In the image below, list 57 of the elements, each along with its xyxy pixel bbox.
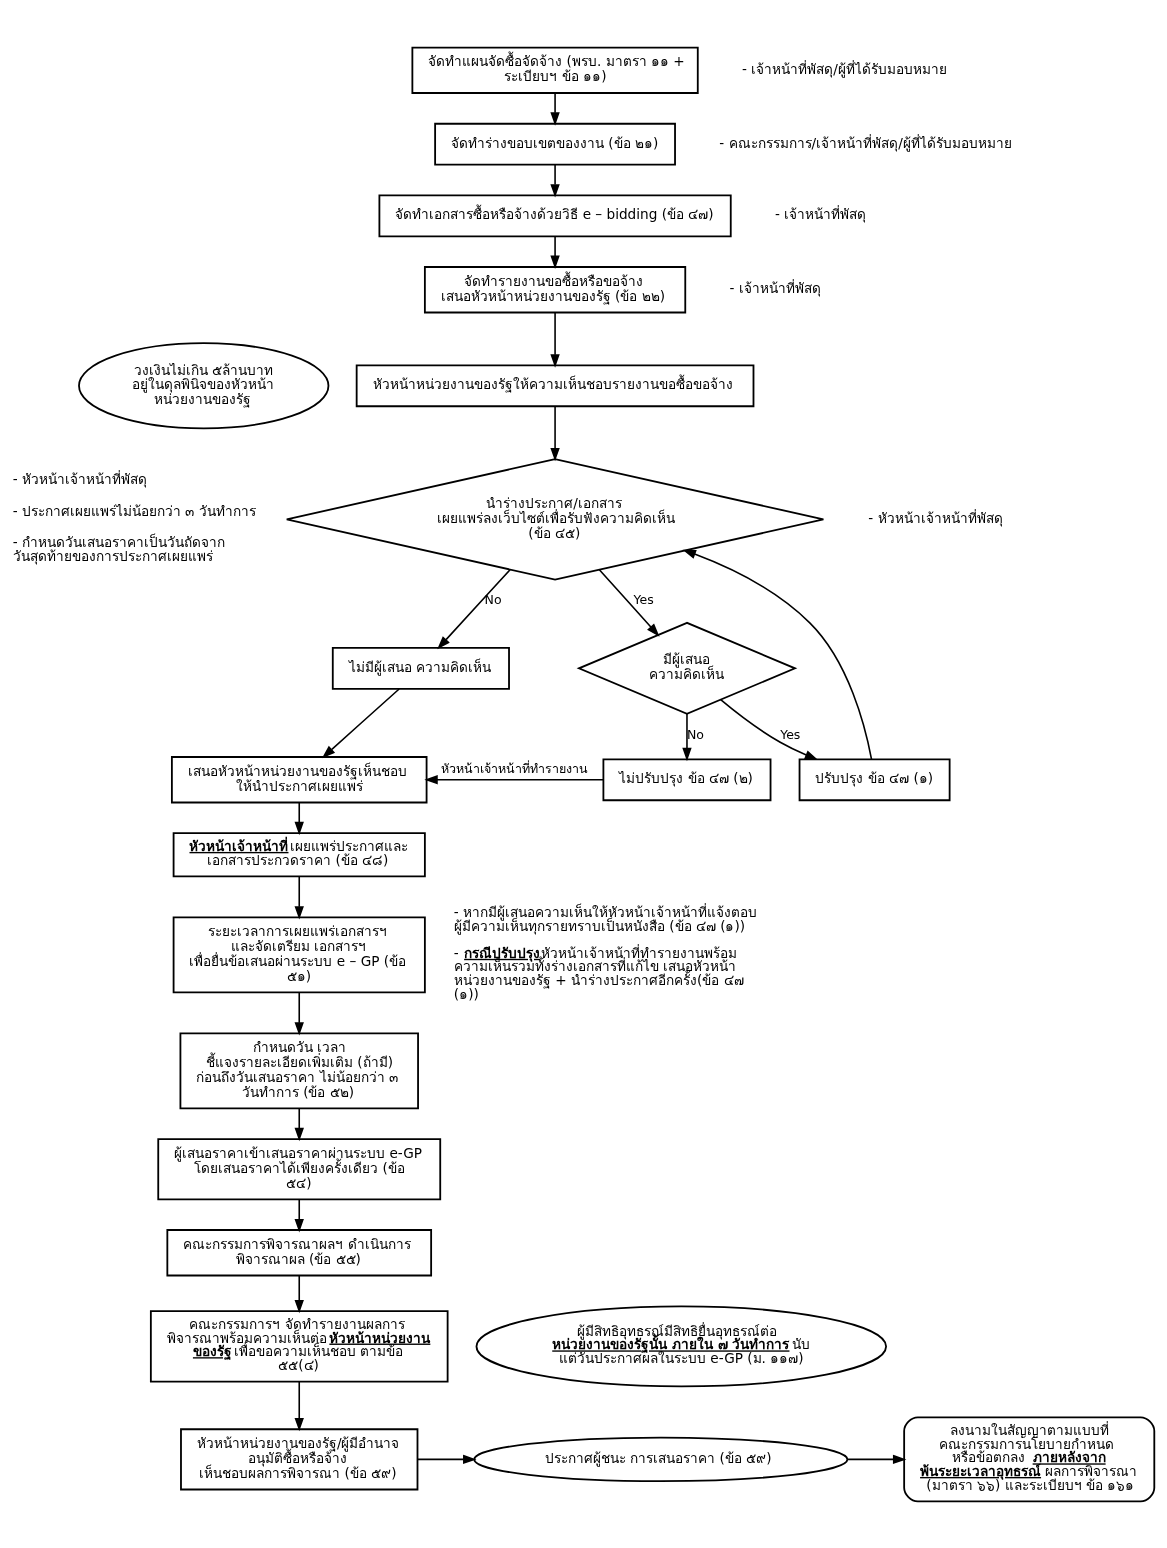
node-box: หัวหน้าหน่วยงานของรัฐ/ผู้มีอำนาจ อนุมัติซื้อหรือจ้าง เห็นชอบผลการพิจารณา (ข้อ ๕๙): [180, 1427, 419, 1490]
label: - หัวหน้าเจ้าหน้าที่พัสดุ: [12, 470, 147, 487]
edge-label: Yes: [633, 591, 654, 607]
arrow: [598, 568, 660, 637]
node-label: - หัวหน้าเจ้าหน้าที่พัสดุ: [868, 509, 1003, 526]
node-ellipse: ผู้มีสิทธิอุทธรณ์มีสิทธิยื่นอุทธรณ์ต่อ หน่วยงานของรัฐนั้น ภายใน ๗ วันทำการนับ แต่วันประกาศผลในระบบ e-GP (ม. ๑๑๗): [475, 1304, 887, 1387]
node-label: - คณะกรรมการ/เจ้าหน้าที่พัสดุ/ผู้ที่ได้รับมอบหมาย: [719, 134, 1012, 151]
arrow: [294, 1107, 304, 1141]
arrow: [550, 235, 560, 269]
arrow: [550, 163, 560, 198]
node-box: จัดทำร่างขอบเขตของงาน (ข้อ ๒๑): [434, 122, 676, 166]
edge-label: Yes: [780, 726, 801, 742]
arrow: [846, 1454, 907, 1464]
node-box: เสนอหัวหน้าหน่วยงานของรัฐเห็นชอบ ให้นำประกาศเผยแพร่: [171, 755, 428, 803]
label: - หากมีผู้เสนอความเห็นให้หัวหน้าเจ้าหน้าที่แจ้งตอบ ผู้มีความเห็นทุกรายทราบเป็นหนังสือ (ข้อ ๔๗ (๑)): [453, 903, 758, 934]
node-diamond: นำร่างประกาศ/เอกสาร เผยแพร่ลงเว็บไซต์เพื่อรับฟังความคิดเห็น (ข้อ ๔๕): [285, 457, 825, 581]
arrow: [294, 1198, 304, 1232]
node-ellipse: วงเงินไม่เกิน ๕ล้านบาท อยู่ในดุลพินิจของหัวหน้า หน่วยงานของรัฐ: [78, 341, 330, 429]
label: - ประกาศเผยแพร่ไม่น้อยกว่า ๓ วันทำการ: [12, 502, 256, 518]
node-box: จัดทำเอกสารซื้อหรือจ้างด้วยวิธี e – bidding (ข้อ ๔๗): [378, 193, 732, 237]
arrow: [682, 712, 692, 761]
node-label: - เจ้าหน้าที่พัสดุ: [775, 205, 867, 222]
arrow: [294, 1380, 304, 1431]
arrow: [294, 991, 304, 1036]
node-box: หัวหน้าเจ้าหน้าที่เผยแพร่ประกาศและ เอกสารประกวดราคา (ข้อ ๔๘): [172, 831, 426, 877]
node-box: ลงนามในสัญญาตามแบบที่ คณะกรรมการนโยบายกำหนด หรือข้อตกลง ภายหลังจาก พ้นระยะเวลาอุทธรณ์ผลการพิจารณา (มาตรา ๖๖) และระเบียบฯ ข้อ ๑๖๑: [903, 1415, 1156, 1502]
edge-label: No: [686, 726, 704, 742]
arrow: [294, 875, 304, 920]
node-box: จัดทำรายงานขอซื้อหรือขอจ้าง เสนอหัวหน้าหน่วยงานของรัฐ (ข้อ ๒๒): [423, 265, 687, 313]
label: - กรณีปรับปรุงหัวหน้าเจ้าหน้าที่ทำรายงานพร้อม ความเห็นรวมทั้งร่างเอกสารที่แก้ไข เสนอหัวหน้า หน่วยงานของรัฐ + นำร่างประกาศอีกครั้ง(ข้อ ๔๗ (๑)): [453, 944, 744, 1002]
arrow: [550, 405, 560, 461]
label: - กำหนดวันเสนอราคาเป็นวันถัดจาก วันสุดท้ายของการประกาศเผยแพร่: [12, 533, 225, 564]
edge-label: หัวหน้าเจ้าหน้าที่ทำรายงาน: [440, 760, 588, 776]
node-box: หัวหน้าหน่วยงานของรัฐให้ความเห็นชอบรายงานขอซื้อขอจ้าง: [355, 363, 755, 407]
node-box: ระยะเวลาการเผยแพร่เอกสารฯ และจัดเตรียม เอกสารฯ เพื่อยื่นข้อเสนอผ่านระบบ e – GP (ข้อ ๕๑): [172, 915, 426, 993]
node-box: ไม่ปรับปรุง ข้อ ๔๗ (๒): [602, 757, 772, 801]
node-box: คณะกรรมการฯ จัดทำรายงานผลการ พิจารณาพร้อมความเห็นต่อหัวหน้าหน่วยงาน ของรัฐเพื่อขอความเห็นชอบ ตามข้อ ๕๕(๔): [149, 1309, 449, 1383]
node-label: - เจ้าหน้าที่พัสดุ/ผู้ที่ได้รับมอบหมาย: [742, 60, 947, 77]
arrow: [321, 687, 400, 758]
edge-label: No: [484, 591, 502, 607]
node-box: คณะกรรมการพิจารณาผลฯ ดำเนินการ พิจารณาผล (ข้อ ๕๕): [166, 1228, 433, 1276]
node-box: ผู้เสนอราคาเข้าเสนอราคาผ่านระบบ e-GP โดยเสนอราคาได้เพียงครั้งเดียว (ข้อ ๕๔): [157, 1137, 442, 1200]
arrow: [550, 311, 560, 368]
arrow: [719, 698, 819, 760]
arrow: [294, 801, 304, 835]
node-box: ไม่มีผู้เสนอ ความคิดเห็น: [331, 646, 510, 690]
node-ellipse: ประกาศผู้ชนะ การเสนอราคา (ข้อ ๕๙): [473, 1436, 849, 1482]
node-box: จัดทำแผนจัดซื้อจัดจ้าง (พรบ. มาตรา ๑๑ + ระเบียบฯ ข้อ ๑๑): [411, 46, 699, 94]
arrow: [294, 1274, 304, 1313]
arrow: [424, 774, 605, 784]
arrow: [416, 1454, 477, 1464]
arrow: [437, 568, 511, 649]
arrow: [550, 92, 560, 126]
node-box: ปรับปรุง ข้อ ๔๗ (๑): [798, 757, 951, 801]
node-box: กำหนดวัน เวลา ชี้แจงรายละเอียดเพิ่มเติม (ถ้ามี) ก่อนถึงวันเสนอราคา ไม่น้อยกว่า ๓ วันทำการ (ข้อ ๕๒): [179, 1031, 419, 1109]
arrow: [682, 549, 873, 760]
node-label: - เจ้าหน้าที่พัสดุ: [729, 279, 821, 296]
